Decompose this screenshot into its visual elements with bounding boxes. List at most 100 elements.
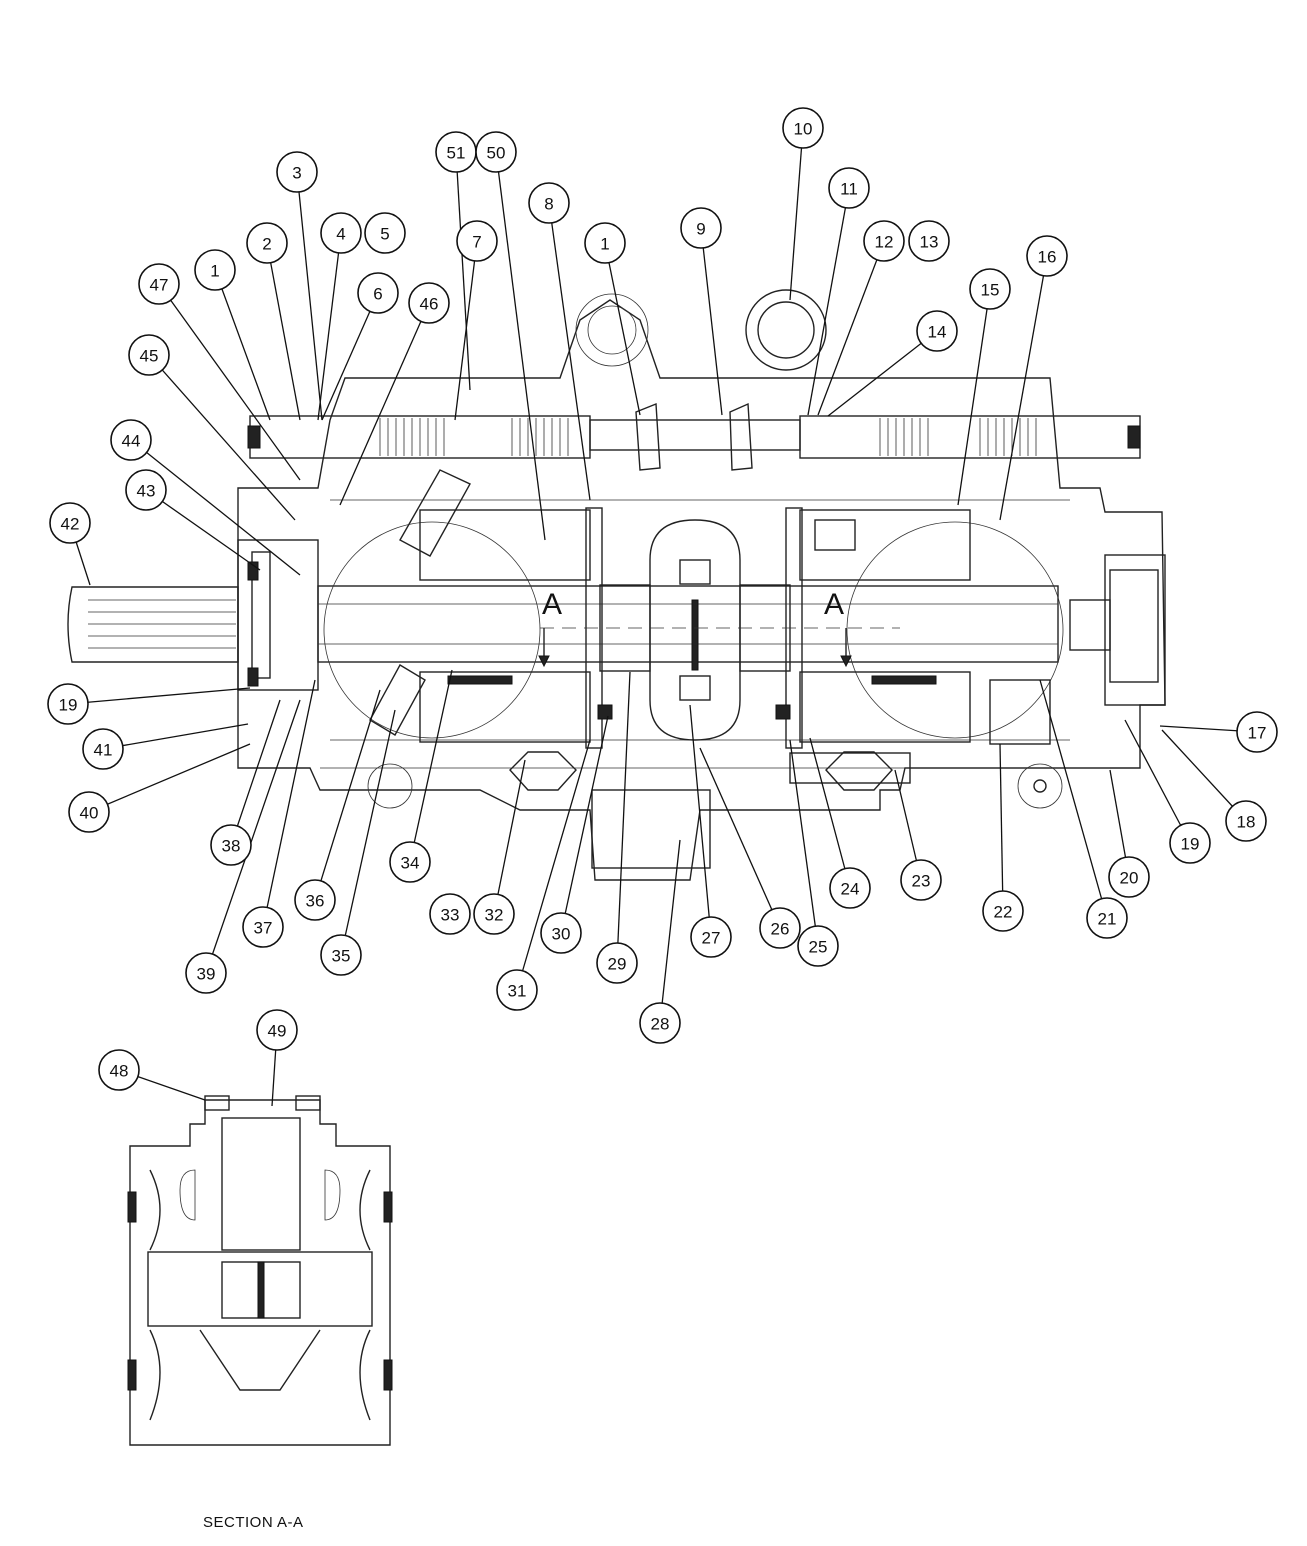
spline-shaft [67, 586, 239, 663]
leader-line [266, 242, 301, 421]
callout-circle [797, 925, 839, 967]
leader-line [809, 737, 851, 889]
callout-circle [596, 942, 638, 984]
callout-circle [357, 272, 399, 314]
leader-line [1039, 679, 1108, 919]
callout-circle [320, 934, 362, 976]
callout-number: 2 [262, 235, 271, 254]
callout-number: 14 [928, 323, 947, 342]
callout-51: 51 [435, 131, 477, 173]
callout-number: 16 [1038, 248, 1057, 267]
leader-line [67, 687, 251, 705]
callout-circle [246, 222, 288, 264]
callout-number: 32 [485, 906, 504, 925]
callout-number: 18 [1237, 813, 1256, 832]
leader-line [296, 171, 323, 421]
callout-number: 13 [920, 233, 939, 252]
leader-line [999, 255, 1048, 521]
callout-number: 49 [268, 1022, 287, 1041]
leader-line [957, 288, 991, 506]
callout-13: 13 [908, 220, 950, 262]
callout-number: 26 [771, 920, 790, 939]
callout-circle [782, 107, 824, 149]
callout-circle [128, 334, 170, 376]
callout-circle [528, 182, 570, 224]
leader-line [616, 671, 631, 964]
leader-line [340, 709, 396, 956]
leader-line [560, 715, 609, 934]
callout-41: 41 [82, 728, 124, 770]
callout-number: 31 [508, 982, 527, 1001]
callout-circle [1169, 822, 1211, 864]
callout-number: 39 [197, 965, 216, 984]
callout-number: 21 [1098, 910, 1117, 929]
leader-line [700, 227, 723, 416]
leader-line [699, 747, 781, 929]
callout-number: 9 [696, 220, 705, 239]
callout-number: 7 [472, 233, 481, 252]
callout-23: 23 [900, 859, 942, 901]
callout-45: 45 [128, 334, 170, 376]
callout-49: 49 [256, 1009, 298, 1051]
callout-number: 8 [544, 195, 553, 214]
callout-8: 8 [528, 182, 570, 224]
callout-42: 42 [49, 502, 91, 544]
callout-16: 16 [1026, 235, 1068, 277]
callout-circle [429, 893, 471, 935]
callout-circle [916, 310, 958, 352]
callout-circle [1086, 897, 1128, 939]
callout-circle [1236, 711, 1278, 753]
callout-number: 34 [401, 854, 420, 873]
main-pump-section: A A [67, 289, 1166, 881]
callout-circle [256, 1009, 298, 1051]
callout-number: 28 [651, 1015, 670, 1034]
callout-number: 51 [447, 144, 466, 163]
callout-10: 10 [782, 107, 824, 149]
callout-number: 33 [441, 906, 460, 925]
callout-circle [863, 220, 905, 262]
leader-line [148, 354, 296, 521]
callout-circle [276, 151, 318, 193]
callout-circle [456, 220, 498, 262]
callout-circle [82, 728, 124, 770]
callout-12: 12 [863, 220, 905, 262]
leader-line [214, 269, 271, 421]
callout-number: 5 [380, 225, 389, 244]
leader-line [145, 489, 261, 571]
callout-number: 38 [222, 837, 241, 856]
callout-number: 3 [292, 164, 301, 183]
callout-circle [908, 220, 950, 262]
leader-line [1124, 719, 1191, 844]
leader-line [789, 739, 819, 947]
callout-number: 29 [608, 955, 627, 974]
callout-circle [389, 841, 431, 883]
leader-line [689, 704, 712, 938]
callout-circle [1026, 235, 1068, 277]
callout-46: 46 [408, 282, 450, 324]
callout-7: 7 [456, 220, 498, 262]
leader-line [455, 151, 471, 391]
callout-27: 27 [690, 916, 732, 958]
leader-line [817, 240, 885, 416]
regulator-springs [247, 402, 1141, 471]
leader-line [321, 292, 379, 421]
callout-30: 30 [540, 912, 582, 954]
callout-43: 43 [125, 469, 167, 511]
callout-circle [982, 890, 1024, 932]
callout-number: 10 [794, 120, 813, 139]
callout-circle [900, 859, 942, 901]
leader-line [827, 330, 938, 417]
callout-number: 37 [254, 919, 273, 938]
callout-28: 28 [639, 1002, 681, 1044]
callout-circle [473, 893, 515, 935]
callout-circle [828, 167, 870, 209]
callout-36: 36 [294, 879, 336, 921]
callout-circle [1225, 800, 1267, 842]
callout-9: 9 [680, 207, 722, 249]
callout-circle [584, 222, 626, 264]
leader-line [317, 232, 342, 421]
callout-11: 11 [828, 167, 870, 209]
callout-number: 41 [94, 741, 113, 760]
leader-line [659, 839, 681, 1024]
